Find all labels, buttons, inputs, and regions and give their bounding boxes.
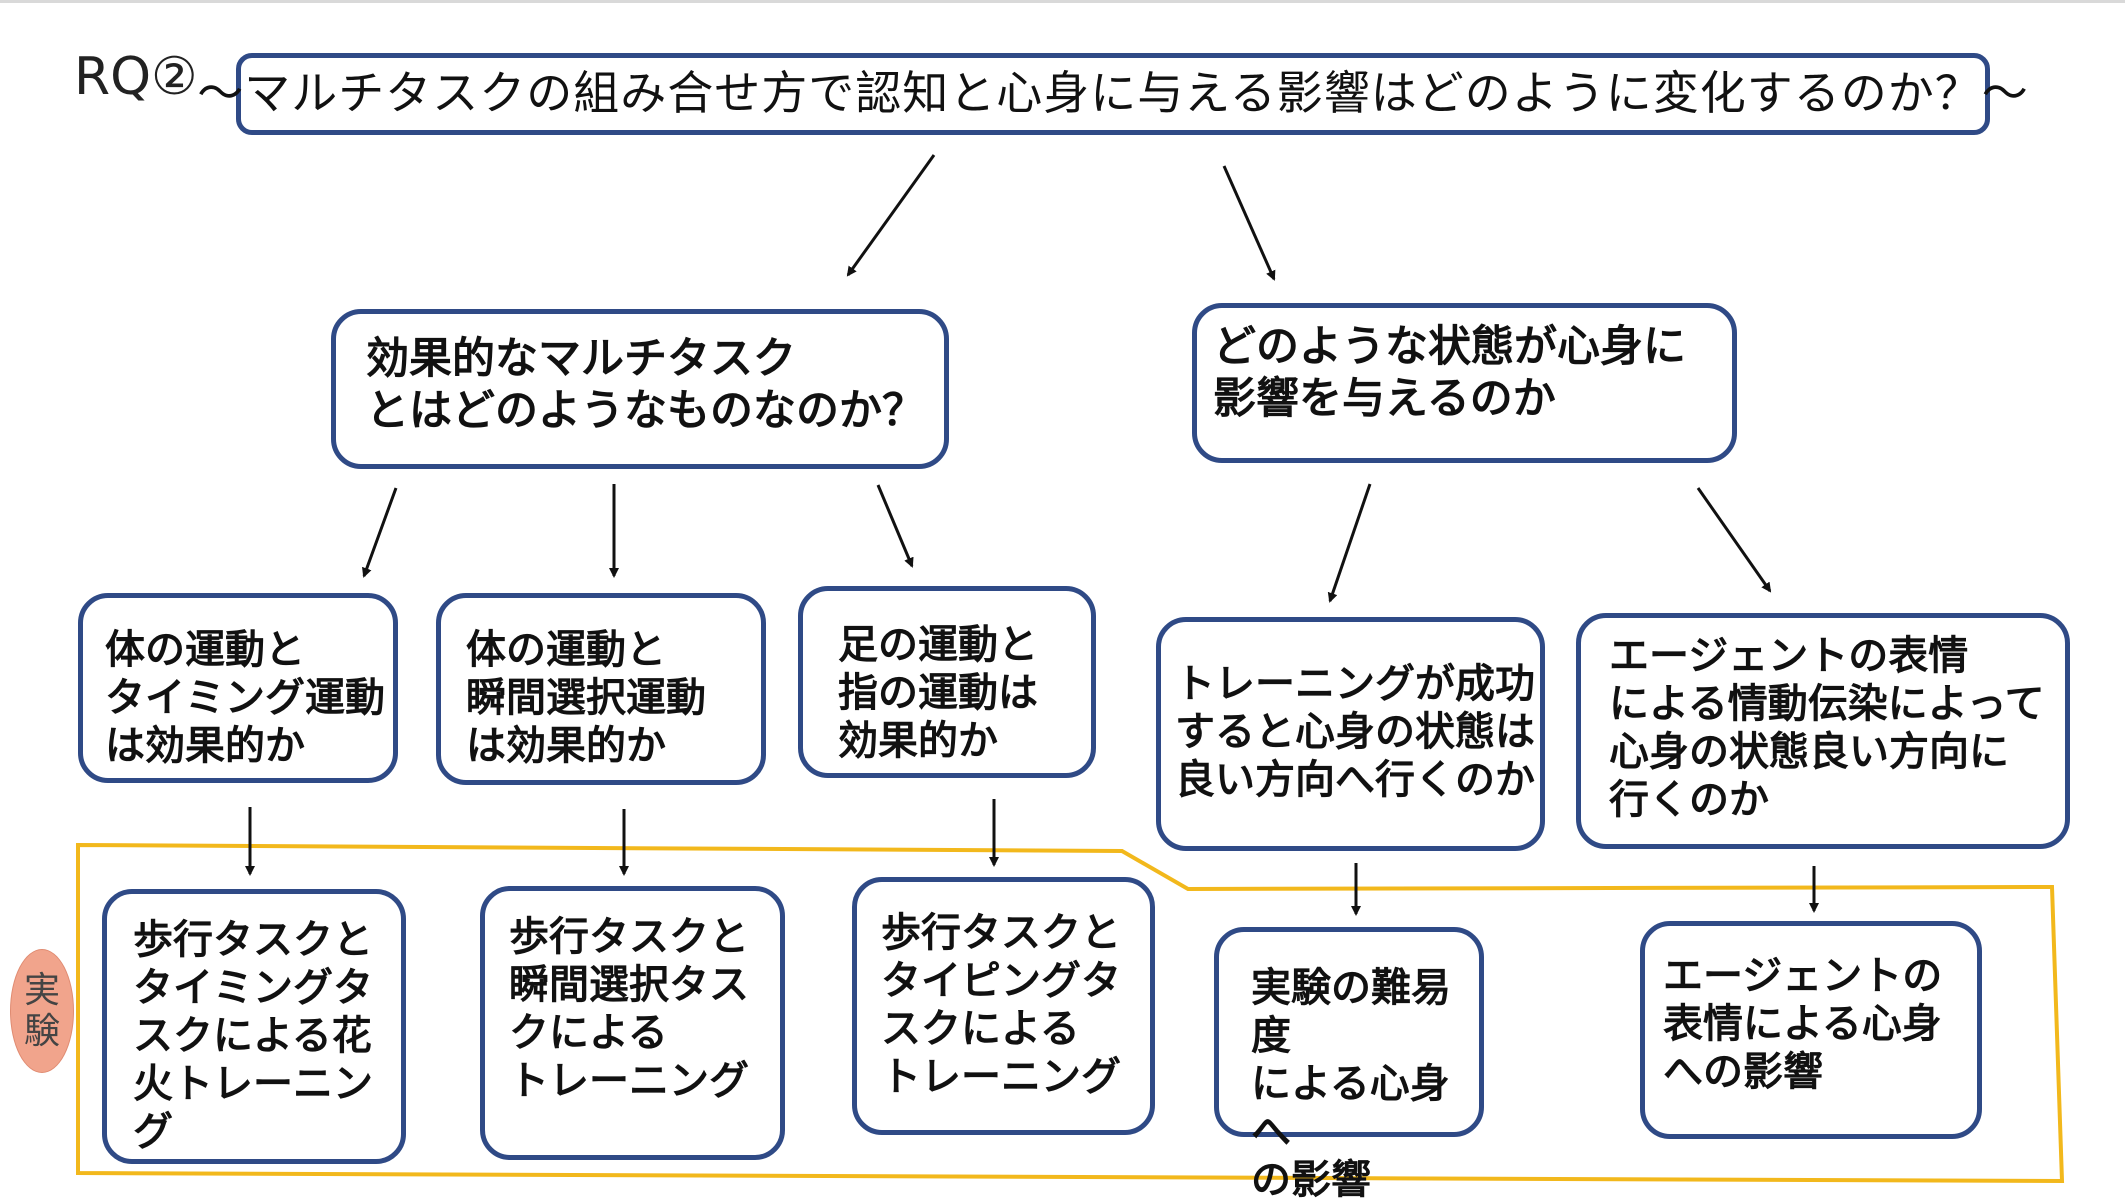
connector-layer bbox=[76, 154, 2065, 1184]
experiment-agent-expression: エージェントの 表情による心身 への影響 bbox=[1640, 921, 1982, 1139]
experiment-difficulty-effect: 実験の難易度 による心身へ の影響 bbox=[1214, 927, 1484, 1203]
experiment-fireworks-training: 歩行タスクと タイミングタ スクによる花 火トレーニン グ bbox=[102, 889, 406, 1164]
question-mind-body-state: どのような状態が心身に 影響を与えるのか bbox=[1192, 303, 1737, 463]
subquestion-agent-emotion: エージェントの表情 による情動伝染によって 心身の状態良い方向に 行くのか bbox=[1576, 613, 2070, 849]
rq-label: RQ② bbox=[74, 47, 198, 107]
arrow-title-to-left bbox=[846, 154, 936, 277]
arrow-right-to-q4 bbox=[1327, 483, 1372, 603]
arrow-left-to-q1 bbox=[362, 487, 398, 578]
experiment-instant-choice-training: 歩行タスクと 瞬間選択タス クによる トレーニング bbox=[480, 886, 785, 1160]
question-effective-multitask: 効果的なマルチタスク とはどのようなものなのか？ bbox=[331, 309, 949, 469]
research-question-title: ～マルチタスクの組み合せ方で認知と心身に与える影響はどのように変化するのか？～ bbox=[197, 53, 2028, 135]
subquestion-foot-finger: 足の運動と 指の運動は 効果的か bbox=[798, 586, 1096, 778]
arrow-left-to-q3 bbox=[876, 484, 914, 568]
arrow-title-to-right bbox=[1222, 165, 1276, 281]
subquestion-training-success: トレーニングが成功 すると心身の状態は 良い方向へ行くのか bbox=[1156, 617, 1545, 851]
experiment-badge: 実 験 bbox=[10, 949, 74, 1073]
arrow-right-to-q5 bbox=[1696, 487, 1772, 593]
experiment-typing-training: 歩行タスクと タイピングタ スクによる トレーニング bbox=[852, 877, 1155, 1135]
experiment-group-outline bbox=[76, 842, 2065, 1184]
subquestion-body-instant-choice: 体の運動と 瞬間選択運動 は効果的か bbox=[436, 593, 766, 785]
subquestion-body-timing: 体の運動と タイミング運動 は効果的か bbox=[78, 593, 398, 783]
